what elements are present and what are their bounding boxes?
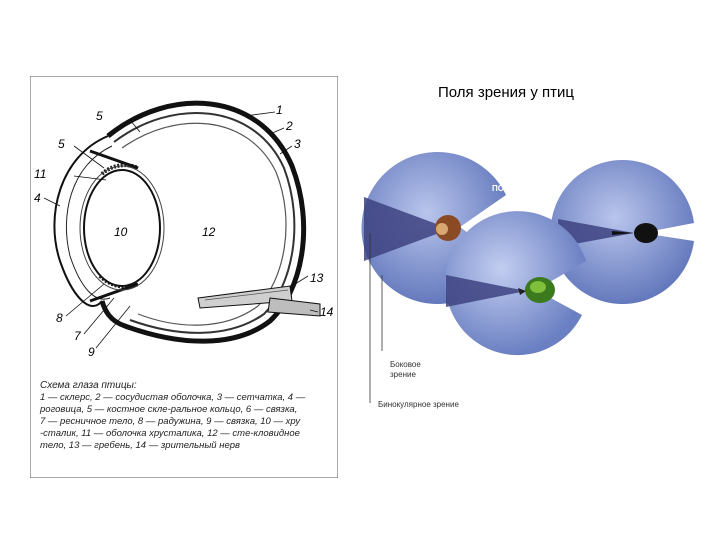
caption-line: 1 — склерс, 2 — сосудистая оболочка, 3 —… <box>40 392 306 403</box>
lens <box>83 169 161 287</box>
cornea-inner <box>65 145 113 300</box>
retina-outline <box>121 122 287 326</box>
lens-capsule <box>79 165 165 291</box>
label-2: 2 <box>285 119 293 133</box>
eye-drawing: 5 1 2 3 5 11 4 10 12 13 14 8 7 9 <box>30 76 338 478</box>
caption-line: -сталик, 11 — оболочка хрусталика, 12 — … <box>40 428 300 439</box>
label-5a: 5 <box>96 109 103 123</box>
cornea-outline <box>53 135 109 307</box>
parrot-field <box>445 211 586 356</box>
label-1: 1 <box>276 103 283 117</box>
choroid-outline <box>113 111 296 334</box>
label-10: 10 <box>114 225 128 239</box>
owl-binocular <box>364 197 450 261</box>
caption-title: Схема глаза птицы: <box>40 380 137 391</box>
label-7: 7 <box>74 329 82 343</box>
label-lateral-1: Боковое <box>390 360 421 369</box>
caption-line: тело, 13 — гребень, 14 — зрительный нерв <box>40 440 240 451</box>
tern-binocular <box>558 219 634 247</box>
label-5b: 5 <box>58 137 65 151</box>
visual-fields-figure: СОВА ПОПУГАЙ КРАЧКА Боковое зрение Бинок… <box>342 115 716 415</box>
caption-line: роговица, 5 — костное скле-ральное кольц… <box>40 404 298 415</box>
eye-caption: Схема глаза птицы: 1 — склерс, 2 — сосуд… <box>40 380 332 452</box>
label-3: 3 <box>294 137 301 151</box>
label-4: 4 <box>34 191 41 205</box>
label-lateral-2: зрение <box>390 370 416 379</box>
caption-line: 7 — ресничное тело, 8 — радужина, 9 — св… <box>40 416 301 427</box>
parrot-binocular <box>446 275 526 307</box>
label-parrot: ПОПУГАЙ <box>492 184 531 193</box>
label-owl: СОВА <box>412 134 435 143</box>
label-9: 9 <box>88 345 95 359</box>
label-13: 13 <box>310 271 324 285</box>
label-8: 8 <box>56 311 63 325</box>
label-tern: КРАЧКА <box>604 134 635 143</box>
tern-head <box>634 223 658 243</box>
label-12: 12 <box>202 225 216 239</box>
label-14: 14 <box>320 305 334 319</box>
optic-nerve <box>267 297 321 317</box>
label-11: 11 <box>34 167 46 181</box>
visual-fields-drawing: СОВА ПОПУГАЙ КРАЧКА Боковое зрение Бинок… <box>342 115 716 415</box>
label-binocular: Бинокулярное зрение <box>378 400 459 409</box>
page-title: Поля зрения у птиц <box>438 84 574 101</box>
bird-eye-diagram: 5 1 2 3 5 11 4 10 12 13 14 8 7 9 Схема г… <box>30 76 338 478</box>
